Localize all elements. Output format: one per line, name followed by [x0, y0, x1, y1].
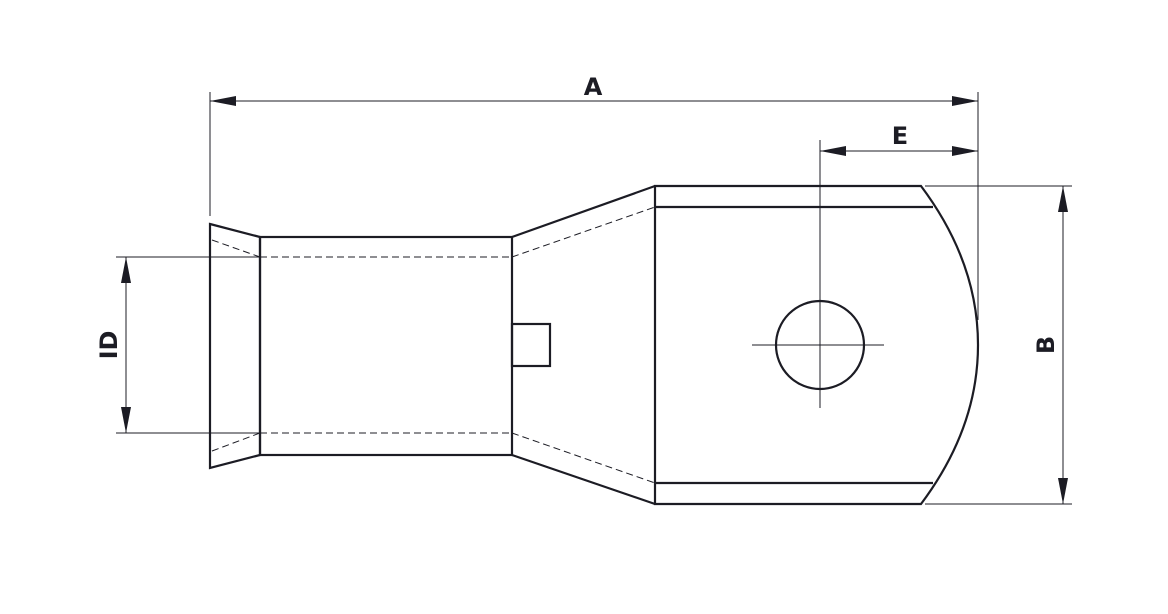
flared-entry	[208, 222, 262, 470]
arrowhead-e-left	[820, 146, 846, 156]
hidden-taper-top	[511, 206, 656, 258]
arrowhead-a-left	[210, 96, 236, 106]
dimension-b: B	[925, 185, 1072, 505]
arrowhead-id-bottom	[121, 407, 131, 433]
arrowhead-e-right	[952, 146, 978, 156]
hidden-taper-bottom	[511, 432, 656, 484]
taper-top	[511, 184, 656, 239]
arrowhead-b-bottom	[1058, 478, 1068, 504]
dimension-label-e: E	[892, 122, 908, 150]
dimension-id: ID	[95, 256, 260, 434]
hole-centerlines	[752, 140, 884, 408]
dimension-e: E	[820, 122, 978, 156]
lug-body	[208, 184, 980, 506]
arrowhead-a-right	[952, 96, 978, 106]
palm	[653, 184, 980, 506]
arrowhead-b-top	[1058, 186, 1068, 212]
dimension-label-b: B	[1032, 336, 1060, 354]
arrowhead-id-top	[121, 257, 131, 283]
hidden-flare-bottom	[211, 432, 261, 452]
hidden-flare-top	[211, 239, 261, 258]
barrel	[258, 235, 514, 457]
hidden-lines	[211, 206, 656, 484]
dimension-a: A	[209, 73, 979, 320]
dimension-label-id: ID	[95, 331, 123, 360]
inspection-tab	[510, 322, 552, 368]
dimension-label-a: A	[584, 73, 603, 101]
taper-bottom	[511, 453, 656, 506]
